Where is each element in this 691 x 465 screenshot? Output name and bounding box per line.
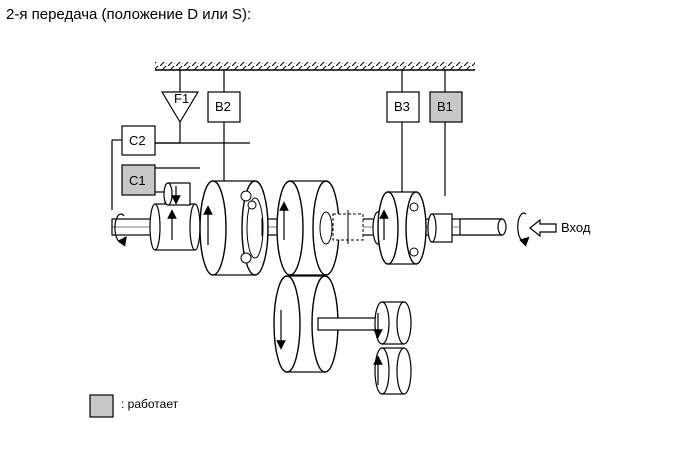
clutch-drum-left bbox=[149, 182, 201, 251]
middle-ring-gear bbox=[276, 180, 340, 276]
f1-one-way-clutch: F1 bbox=[155, 91, 200, 144]
coupling-sleeve bbox=[332, 210, 364, 244]
input-shaft bbox=[459, 218, 507, 236]
rotation-arrow-icon bbox=[114, 213, 127, 247]
input-rotation-arrow-icon bbox=[517, 212, 530, 247]
b2-brake: B2 bbox=[207, 91, 241, 188]
c1-clutch: C1 bbox=[121, 164, 200, 205]
legend-text: : работает bbox=[121, 397, 179, 411]
b3-label: B3 bbox=[394, 99, 410, 114]
input-label: Вход bbox=[561, 220, 591, 235]
b2-label: B2 bbox=[215, 99, 231, 114]
rear-planetary-drum bbox=[372, 191, 453, 265]
input-arrow-icon bbox=[529, 218, 557, 238]
b3-brake: B3 bbox=[386, 91, 420, 196]
legend: : работает bbox=[89, 394, 179, 418]
output-gears bbox=[373, 301, 412, 395]
counter-driven-gear bbox=[273, 275, 381, 373]
c2-clutch: C2 bbox=[111, 125, 250, 210]
housing-links bbox=[179, 70, 446, 92]
front-planetary-drum bbox=[199, 180, 269, 276]
housing-ground bbox=[155, 62, 475, 71]
c2-label: C2 bbox=[129, 133, 146, 148]
f1-label: F1 bbox=[174, 91, 189, 106]
diagram-title: 2-я передача (положение D или S): bbox=[6, 6, 252, 23]
b1-label: B1 bbox=[437, 99, 453, 114]
b1-brake: B1 bbox=[429, 91, 463, 196]
legend-swatch bbox=[89, 394, 114, 418]
c1-label: C1 bbox=[129, 173, 146, 188]
